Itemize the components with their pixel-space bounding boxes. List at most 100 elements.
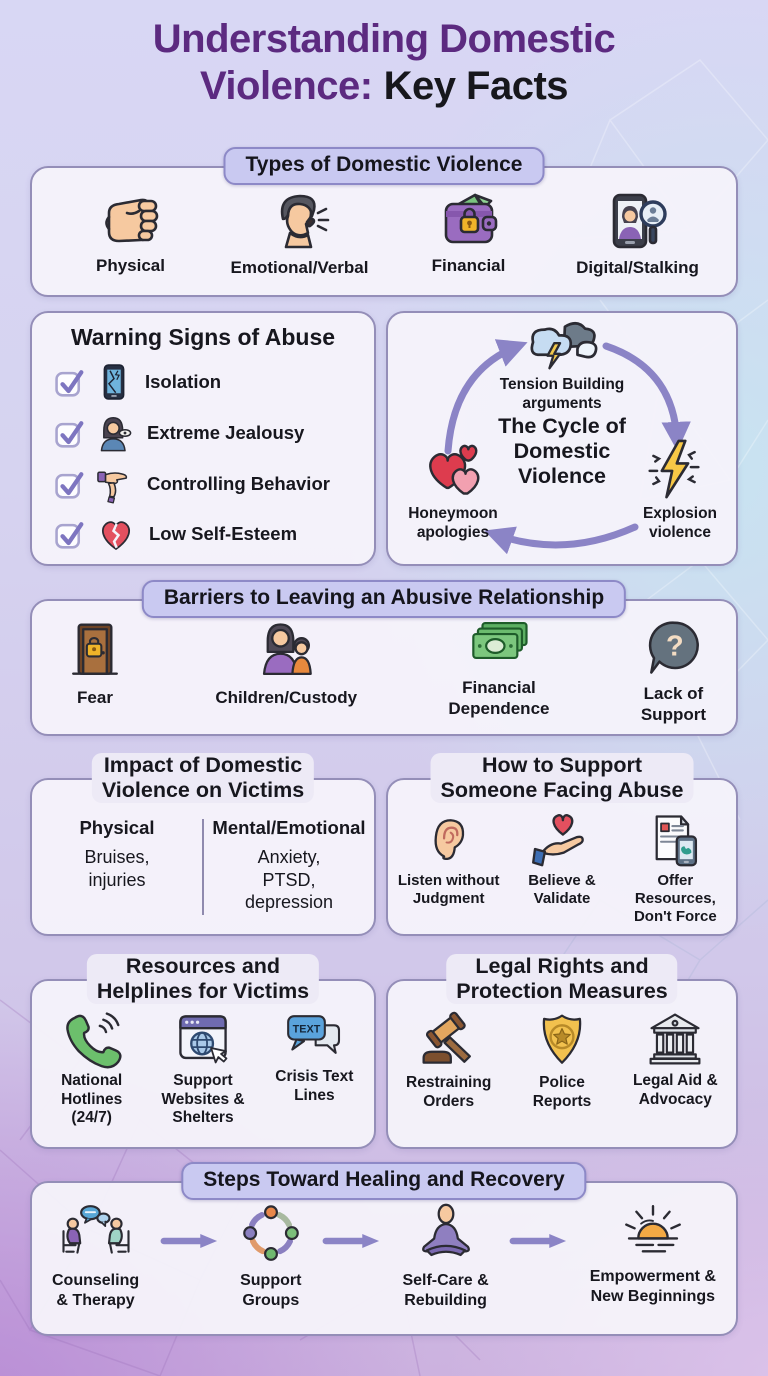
cycle-node-explosion-label: Explosion violence (642, 505, 718, 541)
type-item-digital: Digital/Stalking (554, 189, 722, 278)
type-item-physical: Physical (47, 189, 215, 276)
shouting-person-icon (268, 189, 332, 251)
step-label: Support Groups (240, 1272, 302, 1309)
column-divider (202, 819, 204, 916)
cycle-node-tension-label: Tension Building arguments (499, 376, 625, 412)
resource-item-textlines: TEXT Crisis Text Lines (259, 1011, 370, 1105)
step-label: Empowerment & New Beginnings (589, 1268, 716, 1305)
checkbox-checked-icon (54, 419, 84, 448)
svg-text:?: ? (666, 631, 684, 663)
title-line1: Understanding Domestic (152, 17, 616, 61)
police-badge-icon (536, 1011, 588, 1069)
arrow-right-icon (160, 1233, 218, 1249)
browser-globe-icon (174, 1011, 232, 1067)
support-item-listen: Listen without Judgment (392, 813, 505, 907)
healing-header-pill: Steps Toward Healing and Recovery (181, 1162, 587, 1201)
type-label: Emotional/Verbal (230, 258, 369, 278)
barriers-card: Fear (30, 599, 738, 737)
checkbox-checked-icon (54, 368, 84, 397)
row-impact-support: Impact of Domestic Violence on Victims P… (30, 753, 738, 937)
resource-item-websites: Support Websites & Shelters (147, 1011, 258, 1127)
cycle-title: The Cycle of Domestic Violence (498, 414, 626, 489)
row-warning-cycle: Warning Signs of Abuse Isolation (30, 311, 738, 567)
question-bubble-icon: ? (645, 619, 701, 679)
step-support-groups: Support Groups (240, 1203, 301, 1309)
title-accent: Violence: (199, 64, 373, 109)
title-line2: Violence: Key Facts (199, 63, 569, 110)
impact-col-mental: Mental/Emotional Anxiety, PTSD, depressi… (204, 817, 374, 915)
impact-columns: Physical Bruises, injuries Mental/Emotio… (32, 817, 374, 916)
gavel-icon (419, 1011, 479, 1069)
legal-card: Legal Rights and Protection Measures (386, 954, 738, 1150)
barrier-label: Fear (77, 688, 113, 708)
checkbox-checked-icon (54, 470, 84, 499)
types-card: Physical (30, 166, 738, 298)
legal-title: Legal Rights and Protection Measures (446, 954, 678, 1005)
warning-label: Controlling Behavior (147, 473, 330, 495)
resource-label: National Hotlines (24/7) (61, 1072, 123, 1126)
legal-item-police: Police Reports (505, 1011, 618, 1111)
healing-header-label: Steps Toward Healing and Recovery (203, 1168, 565, 1192)
locked-wallet-icon (437, 189, 501, 249)
controlling-hand-icon (96, 464, 134, 504)
step-label: Self-Care & Rebuilding (402, 1272, 489, 1309)
cash-icon (466, 619, 532, 673)
text-bubbles-icon: TEXT (284, 1011, 344, 1063)
meditation-icon (415, 1203, 477, 1265)
healing-steps: Counseling & Therapy (52, 1203, 716, 1309)
impact-col-physical: Physical Bruises, injuries (32, 817, 202, 915)
page-title: Understanding Domestic Violence: Key Fac… (30, 0, 738, 110)
cycle-card: Tension Building arguments The Cycle of … (386, 311, 738, 567)
types-header-pill: Types of Domestic Violence (223, 147, 545, 186)
impact-col-text: Anxiety, PTSD, depression (244, 847, 334, 913)
legal-item-aid: Legal Aid & Advocacy (619, 1011, 732, 1109)
resource-item-hotlines: National Hotlines (24/7) (36, 1011, 147, 1127)
support-card: How to Support Someone Facing Abuse List… (386, 753, 738, 937)
phone-handset-icon (64, 1011, 122, 1069)
type-label: Financial (431, 256, 506, 276)
cycle-arrows (444, 339, 691, 555)
cycle-node-honeymoon-label: Honeymoon apologies (408, 505, 498, 541)
support-item-believe: Believe & Validate (505, 813, 618, 907)
support-label: Believe & Validate (528, 872, 596, 908)
hearts-icon (424, 439, 492, 501)
impact-col-heading: Mental/Emotional (212, 817, 366, 839)
section-healing: Steps Toward Healing and Recovery (30, 1162, 738, 1337)
locked-door-icon (66, 619, 124, 683)
resources-title: Resources and Helplines for Victims (86, 954, 320, 1005)
watched-woman-icon (96, 413, 134, 453)
storm-clouds-icon (521, 320, 603, 376)
impact-card: Impact of Domestic Violence on Victims P… (30, 753, 376, 937)
legal-label: Restraining Orders (406, 1074, 492, 1110)
support-items: Listen without Judgment (388, 813, 736, 925)
courthouse-icon (646, 1011, 704, 1067)
barriers-header-label: Barriers to Leaving an Abusive Relations… (163, 586, 605, 610)
impact-col-heading: Physical (79, 817, 155, 839)
checkbox-checked-icon (54, 520, 84, 549)
legal-items: Restraining Orders Police Reports (388, 1011, 736, 1111)
type-label: Physical (96, 256, 165, 276)
lightning-bolt-icon (644, 437, 704, 501)
resources-card: Resources and Helplines for Victims (30, 954, 376, 1150)
fist-icon (99, 189, 163, 249)
group-ring-icon (242, 1203, 300, 1265)
step-empowerment: Empowerment & New Beginnings (590, 1203, 716, 1305)
counseling-icon (57, 1203, 135, 1265)
step-label: Counseling & Therapy (52, 1272, 140, 1309)
warning-item-isolation: Isolation (54, 362, 358, 402)
arrow-right-icon (322, 1233, 380, 1249)
warning-item-selfesteem: Low Self-Esteem (54, 515, 358, 553)
barrier-label: Children/Custody (215, 688, 358, 708)
phone-magnifier-icon (606, 189, 670, 251)
support-label: Listen without Judgment (397, 872, 500, 908)
title-rest: Key Facts (383, 64, 569, 109)
warning-label: Extreme Jealousy (147, 422, 305, 444)
warning-label: Low Self-Esteem (149, 523, 298, 545)
resource-label: Crisis Text Lines (275, 1068, 354, 1104)
healing-card: Counseling & Therapy (30, 1181, 738, 1337)
barrier-item-children: Children/Custody (215, 619, 357, 708)
barrier-label: Lack of Support (640, 684, 706, 724)
ear-icon (426, 813, 472, 867)
text-bubble-word: TEXT (293, 1024, 321, 1036)
